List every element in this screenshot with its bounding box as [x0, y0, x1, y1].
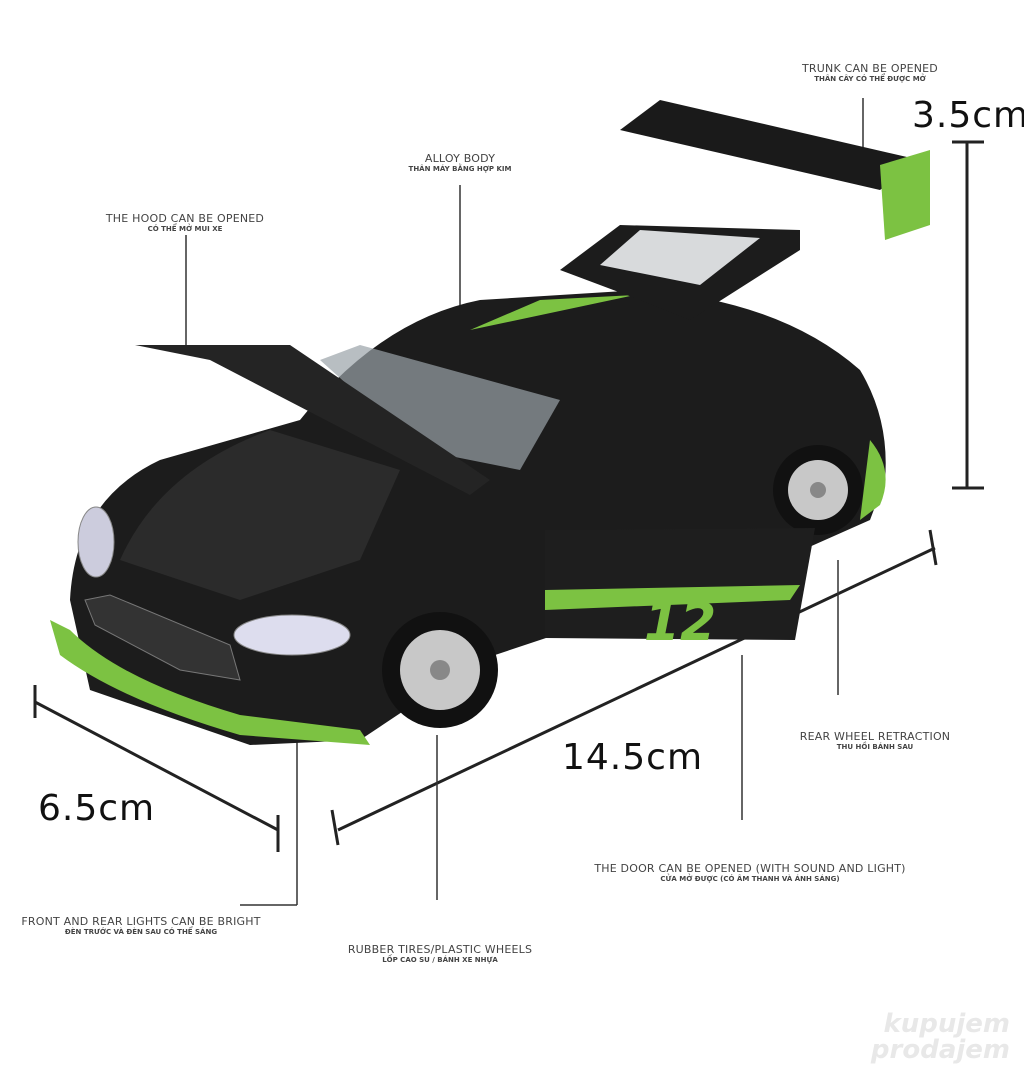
callout-rear-wheel-vi: THU HỒI BÁNH SAU: [836, 743, 914, 751]
callout-lights: FRONT AND REAR LIGHTS CAN BE BRIGHT ĐÈN …: [10, 915, 272, 936]
watermark-line2: prodajem: [870, 1035, 1010, 1065]
callout-trunk-vi: THÂN CÂY CÓ THỂ ĐƯỢC MỞ: [814, 75, 926, 83]
car-number: 12: [644, 593, 716, 653]
callout-tires: RUBBER TIRES/PLASTIC WHEELS LỐP CAO SU /…: [335, 943, 545, 964]
dimension-length: 14.5cm: [562, 737, 704, 778]
callout-alloy-en: ALLOY BODY: [424, 152, 496, 165]
callout-alloy-vi: THÂN MÁY BẰNG HỢP KIM: [408, 165, 512, 173]
callout-trunk-en: TRUNK CAN BE OPENED: [802, 62, 938, 75]
watermark: kupujem prodajem: [871, 1011, 1010, 1063]
watermark-line1: kupujem: [883, 1009, 1010, 1039]
callout-lights-vi: ĐÈN TRƯỚC VÀ ĐÈN SAU CÓ THỂ SÁNG: [64, 928, 218, 936]
callout-hood: THE HOOD CAN BE OPENED CÓ THỂ MỞ MUI XE: [90, 212, 280, 233]
callout-hood-vi: CÓ THỂ MỞ MUI XE: [147, 225, 223, 233]
callout-door: THE DOOR CAN BE OPENED (WITH SOUND AND L…: [575, 862, 925, 883]
callout-rear-wheel-en: REAR WHEEL RETRACTION: [799, 730, 951, 743]
dimension-height: 3.5cm: [912, 95, 1024, 136]
callout-trunk: TRUNK CAN BE OPENED THÂN CÂY CÓ THỂ ĐƯỢC…: [780, 62, 960, 83]
callout-tires-vi: LỐP CAO SU / BÁNH XE NHỰA: [382, 956, 498, 964]
callout-lights-en: FRONT AND REAR LIGHTS CAN BE BRIGHT: [21, 915, 261, 928]
callout-door-en: THE DOOR CAN BE OPENED (WITH SOUND AND L…: [594, 862, 906, 875]
callout-rear-wheel: REAR WHEEL RETRACTION THU HỒI BÁNH SAU: [780, 730, 970, 751]
callout-door-vi: CỬA MỞ ĐƯỢC (CÓ ÂM THANH VÀ ÁNH SÁNG): [660, 875, 840, 883]
callout-hood-en: THE HOOD CAN BE OPENED: [105, 212, 265, 225]
callout-lines: [185, 98, 864, 906]
callout-alloy: ALLOY BODY THÂN MÁY BẰNG HỢP KIM: [370, 152, 550, 173]
dimension-width: 6.5cm: [38, 788, 156, 829]
callout-tires-en: RUBBER TIRES/PLASTIC WHEELS: [347, 943, 533, 956]
car-body: [50, 100, 930, 745]
